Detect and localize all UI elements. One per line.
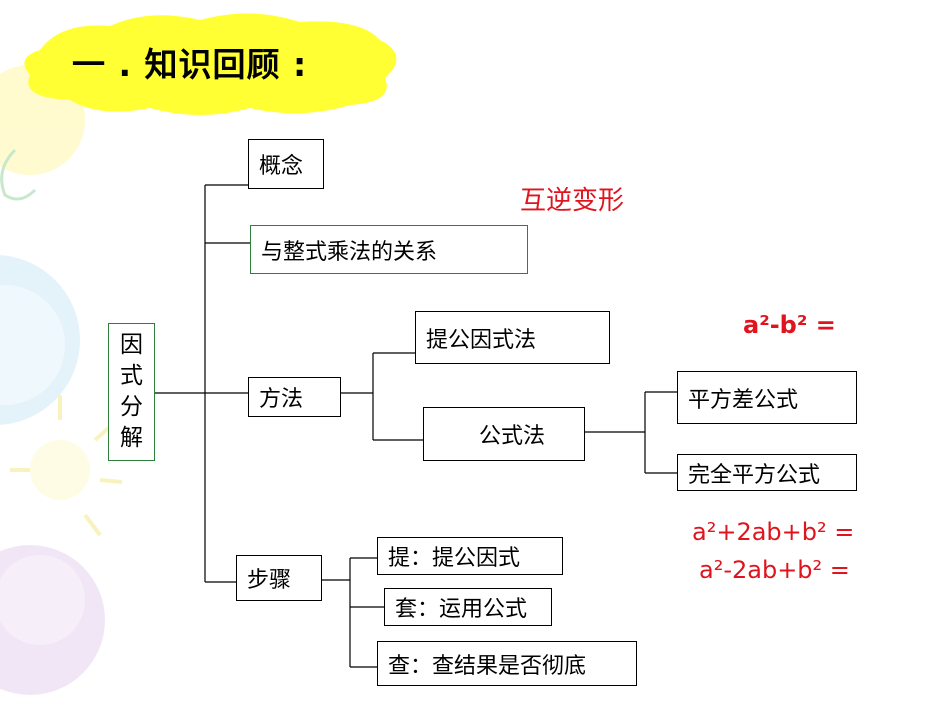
formula-difference-of-squares: a²-b² =: [743, 311, 836, 339]
root-char: 因: [120, 332, 143, 358]
node-step-apply: 套：运用公式: [384, 588, 552, 626]
node-step-extract: 提：提公因式: [377, 537, 563, 575]
node-extract-common-factor: 提公因式法: [415, 311, 610, 364]
root-char: 分: [120, 394, 143, 420]
node-step-check: 查：查结果是否彻底: [377, 641, 637, 686]
root-char: 解: [120, 425, 143, 451]
node-relation: 与整式乘法的关系: [250, 225, 528, 274]
root-char: 式: [120, 363, 143, 389]
node-perfect-square: 完全平方公式: [677, 454, 857, 491]
page-title: 一 . 知识回顾 :: [72, 45, 308, 84]
node-formula-method: 公式法: [423, 407, 585, 461]
node-steps: 步骤: [236, 555, 322, 601]
node-method: 方法: [248, 377, 341, 417]
formula-perfect-square-minus: a²-2ab+b² =: [699, 556, 850, 584]
inverse-transform-label: 互逆变形: [520, 186, 625, 216]
node-concept: 概念: [248, 139, 324, 189]
node-difference-of-squares: 平方差公式: [677, 371, 857, 424]
title-cloud-shape: [24, 13, 397, 115]
root-node-factorization: 因 式 分 解: [108, 323, 155, 461]
formula-perfect-square-plus: a²+2ab+b² =: [692, 518, 855, 546]
